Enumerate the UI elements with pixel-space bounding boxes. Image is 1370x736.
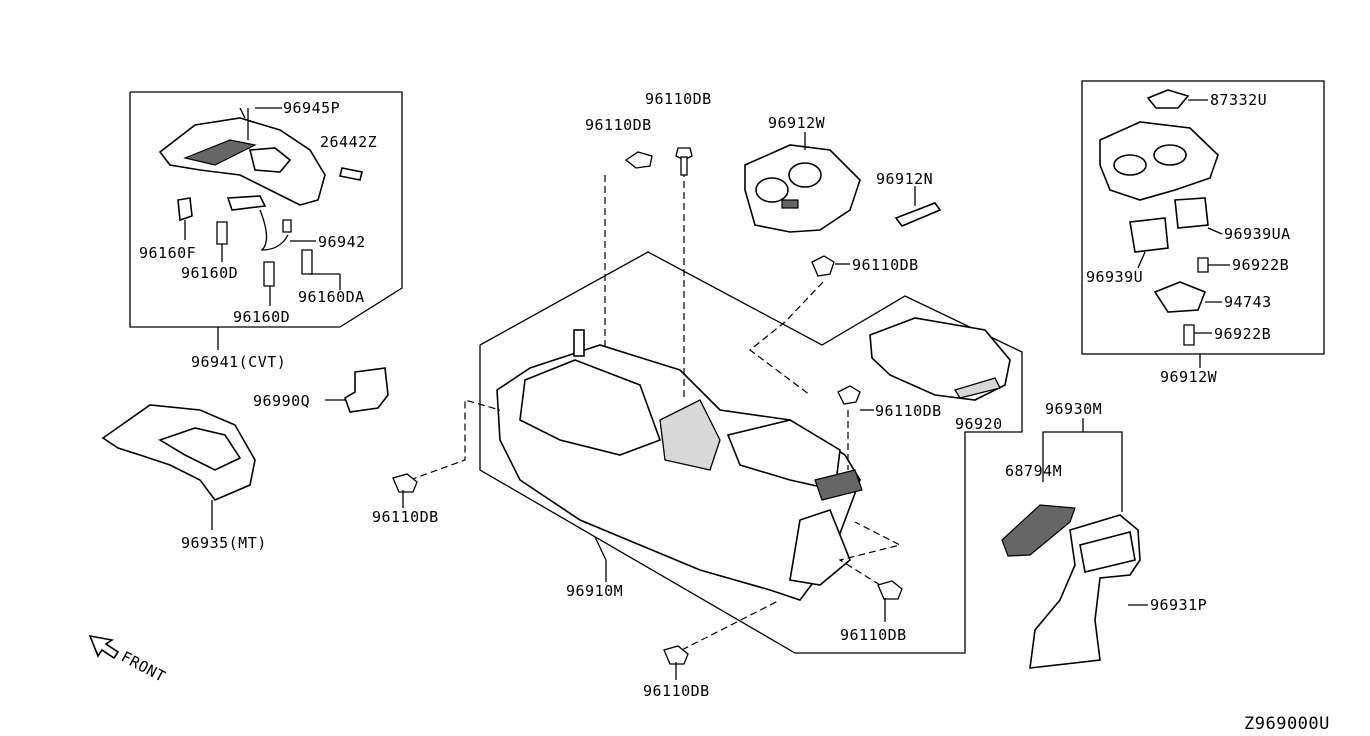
- cup-holder-assembly-group: [1081, 80, 1325, 368]
- fastener-leaders: [409, 170, 902, 656]
- mt-finisher-96935: [101, 404, 256, 530]
- label-94743: 94743: [1224, 293, 1272, 311]
- label-96160D-lower: 96160D: [233, 308, 290, 326]
- label-96990Q: 96990Q: [253, 392, 310, 410]
- label-96912W-box: 96912W: [1160, 368, 1218, 386]
- label-96910M: 96910M: [566, 582, 623, 600]
- label-96922B-lower: 96922B: [1214, 325, 1271, 343]
- armrest-96920: [869, 317, 1011, 401]
- label-96160DA: 96160DA: [298, 288, 365, 306]
- label-96912N: 96912N: [876, 170, 933, 188]
- label-96110DB-top-right: 96110DB: [645, 90, 712, 108]
- label-68794M: 68794M: [1005, 462, 1062, 480]
- lid-96912N: [894, 186, 942, 227]
- label-96110DB-bottom-right: 96110DB: [840, 626, 907, 644]
- main-console-96910M: [479, 251, 1023, 654]
- label-96912W-top: 96912W: [768, 114, 826, 132]
- label-96939U: 96939U: [1086, 268, 1143, 286]
- label-96941-cvt: 96941(CVT): [191, 353, 286, 371]
- label-87332U: 87332U: [1210, 91, 1267, 109]
- label-96160F: 96160F: [139, 244, 196, 262]
- label-96110DB-top-left: 96110DB: [585, 116, 652, 134]
- label-96931P: 96931P: [1150, 596, 1207, 614]
- label-96920: 96920: [955, 415, 1003, 433]
- label-96945P: 96945P: [283, 99, 340, 117]
- front-direction-arrow-icon: [88, 634, 120, 660]
- rear-console-96930M: [1001, 418, 1148, 669]
- label-96110DB-right-mid: 96110DB: [875, 402, 942, 420]
- cvt-finisher-group: [129, 91, 403, 350]
- label-96930M: 96930M: [1045, 400, 1102, 418]
- label-96110DB-bottom: 96110DB: [643, 682, 710, 700]
- bracket-96990Q: [325, 367, 389, 413]
- label-96935-mt: 96935(MT): [181, 534, 267, 552]
- label-96922B-upper: 96922B: [1232, 256, 1289, 274]
- label-96939UA: 96939UA: [1224, 225, 1291, 243]
- label-front: FRONT: [118, 648, 169, 686]
- cup-holder-96912W: [744, 132, 861, 233]
- diagram-reference: Z969000U: [1244, 714, 1330, 734]
- label-96160D-upper: 96160D: [181, 264, 238, 282]
- label-26442Z: 26442Z: [320, 133, 377, 151]
- screw-set: [392, 147, 903, 680]
- label-96110DB-left: 96110DB: [372, 508, 439, 526]
- label-96942: 96942: [318, 233, 366, 251]
- label-96110DB-right-upper: 96110DB: [852, 256, 919, 274]
